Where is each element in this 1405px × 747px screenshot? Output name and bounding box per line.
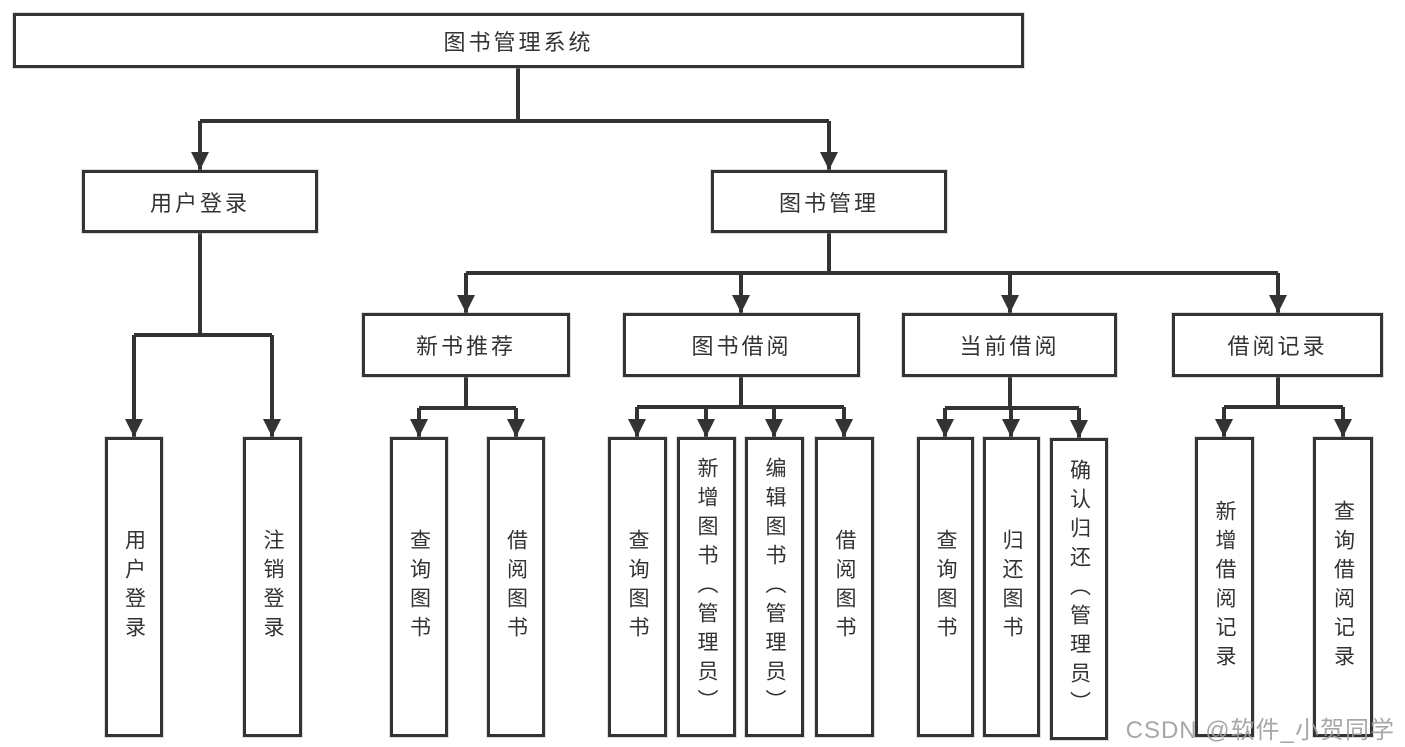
leaf-current-query-books: 查询图书	[917, 437, 974, 737]
leaf-logout: 注销登录	[243, 437, 302, 737]
node-new-book-recommendation: 新书推荐	[362, 313, 570, 377]
leaf-recommend-query-books: 查询图书	[390, 437, 448, 737]
leaf-records-add-record: 新增借阅记录	[1195, 437, 1254, 737]
leaf-borrowing-query-books: 查询图书	[608, 437, 667, 737]
leaf-borrowing-edit-books-admin: 编辑图书（管理员）	[745, 437, 804, 737]
connector-records-trunk	[1224, 377, 1343, 409]
leaf-recommend-borrow-books: 借阅图书	[487, 437, 545, 737]
connector-user-login-trunk	[134, 233, 272, 337]
node-book-borrowing: 图书借阅	[623, 313, 860, 377]
node-borrowing-records: 借阅记录	[1172, 313, 1383, 377]
leaf-borrowing-add-books-admin: 新增图书（管理员）	[677, 437, 736, 737]
leaf-user-login: 用户登录	[105, 437, 163, 737]
connector-current-trunk	[945, 377, 1079, 410]
leaf-borrowing-borrow-books: 借阅图书	[815, 437, 874, 737]
node-book-management: 图书管理	[711, 170, 947, 233]
node-current-borrowing: 当前借阅	[902, 313, 1117, 377]
leaf-records-query-record: 查询借阅记录	[1313, 437, 1373, 737]
connector-root-trunk	[200, 68, 829, 123]
leaf-current-return-books: 归还图书	[983, 437, 1040, 737]
leaf-current-confirm-return-admin: 确认归还（管理员）	[1050, 438, 1108, 740]
connector-book-management-trunk	[466, 233, 1278, 275]
node-library-management-system: 图书管理系统	[13, 13, 1024, 68]
node-user-login: 用户登录	[82, 170, 318, 233]
connector-borrowing-trunk	[637, 377, 844, 409]
csdn-watermark: CSDN @软件_小贺同学	[1125, 717, 1395, 744]
connector-recommendation-trunk	[419, 377, 516, 410]
